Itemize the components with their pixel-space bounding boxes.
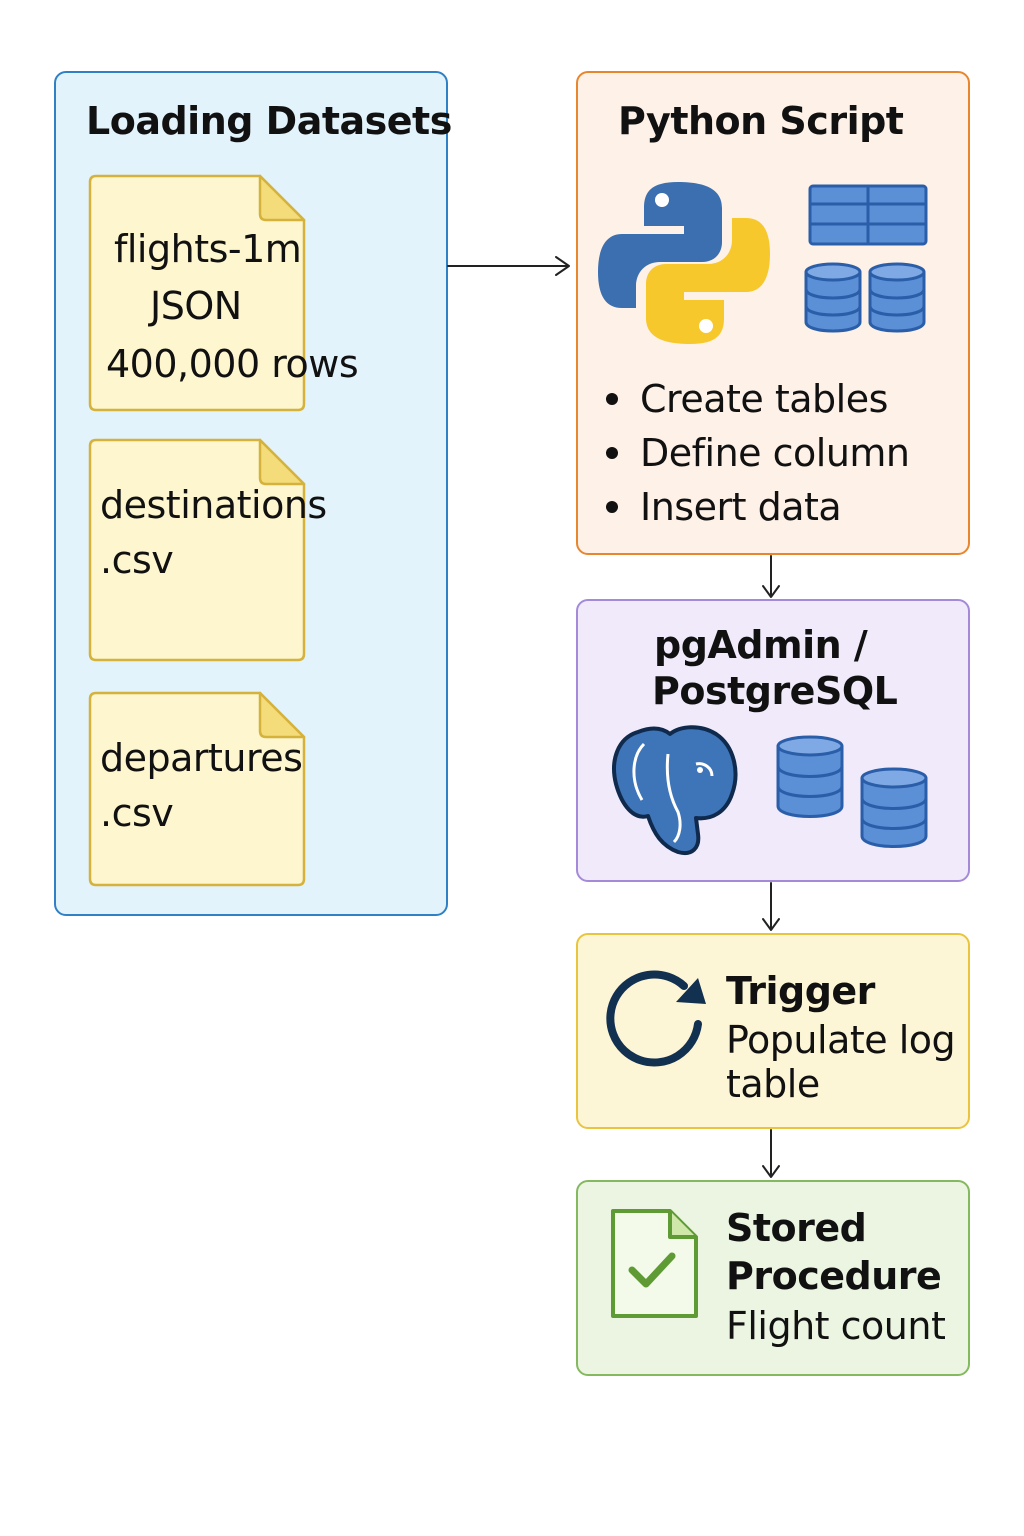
loading-datasets-title: Loading Datasets [86,99,452,143]
trigger-desc-line2: table [726,1062,820,1106]
list-item: Insert data [606,480,910,534]
python-script-title: Python Script [618,99,904,143]
database-icon [776,735,844,818]
file-flights-name: flights-1m [114,227,302,271]
postgres-title-line1: pgAdmin / [654,623,868,667]
postgres-database-icons [776,735,928,848]
stored-procedure-title-line2: Procedure [726,1254,942,1298]
trigger-desc-line1: Populate log [726,1018,956,1062]
trigger-title: Trigger [726,969,875,1013]
database-icon [868,262,926,333]
document-check-icon [611,1209,698,1318]
database-icon [804,262,862,333]
document-icon [88,438,306,662]
database-icons [804,262,926,333]
trigger-box [576,933,970,1129]
file-departures-ext: .csv [100,791,174,835]
file-flights-rows: 400,000 rows [106,342,359,386]
arrow-load-to-python [447,256,570,276]
document-icon [88,691,306,887]
database-icon [860,767,928,848]
file-destinations-name: destinations [100,483,327,527]
stored-procedure-desc: Flight count [726,1304,946,1348]
refresh-cycle-icon [606,970,706,1067]
python-logo-icon [598,182,770,344]
document-icon [88,174,306,412]
arrow-postgres-to-trigger [762,882,780,931]
list-item: Define column [606,426,910,480]
table-icon [808,184,928,246]
postgresql-elephant-icon [612,725,738,855]
file-destinations-ext: .csv [100,538,174,582]
arrow-trigger-to-stored-procedure [762,1129,780,1178]
python-steps-list: Create tables Define column Insert data [606,372,910,534]
arrow-python-to-postgres [762,555,780,598]
file-departures-name: departures [100,736,303,780]
stored-procedure-title-line1: Stored [726,1206,867,1250]
postgres-title-line2: PostgreSQL [652,669,898,713]
file-flights-type: JSON [150,284,242,328]
list-item: Create tables [606,372,910,426]
file-departures-csv [88,691,306,887]
file-flights-json [88,174,306,412]
file-destinations-csv [88,438,306,662]
